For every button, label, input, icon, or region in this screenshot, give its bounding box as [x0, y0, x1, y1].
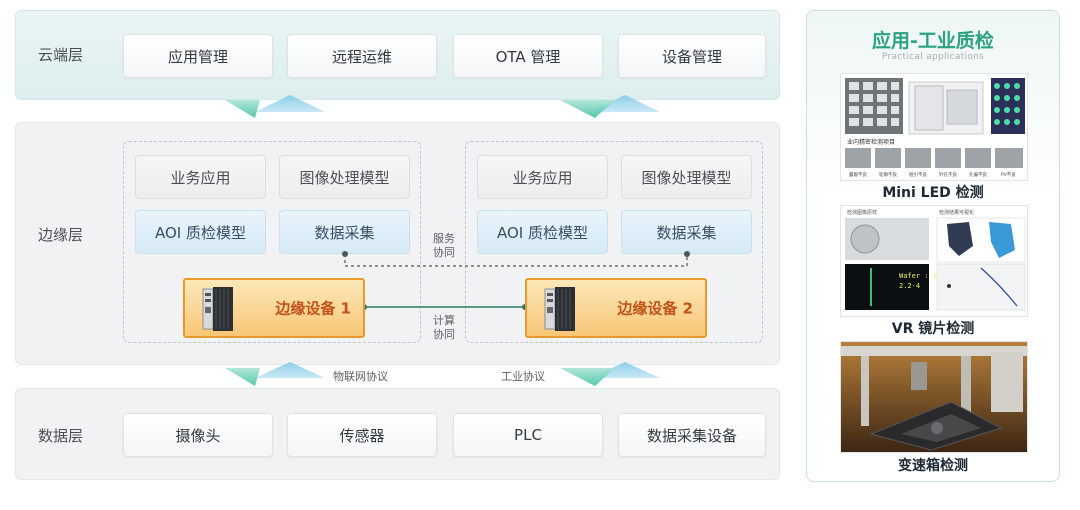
- cloud-item-remote-ops[interactable]: 远程运维: [287, 34, 437, 78]
- edge2-image-model[interactable]: 图像处理模型: [621, 155, 752, 199]
- gearbox-caption: 变速箱检测: [898, 458, 968, 474]
- vr-fig-label-left: 检测图像原样: [847, 209, 877, 216]
- edge1-image-model[interactable]: 图像处理模型: [279, 155, 410, 199]
- layer-arrows: [225, 95, 660, 386]
- edge2-aoi-model[interactable]: AOI 质检模型: [477, 210, 608, 254]
- mini-led-defect-label: 针孔不良: [939, 171, 957, 178]
- arrow-down-left: [225, 100, 260, 118]
- data-layer-label: 数据层: [38, 427, 84, 445]
- panel-title: 应用-工业质检: [872, 30, 994, 52]
- iot-protocol-label: 物联网协议: [333, 370, 388, 383]
- vr-lens-caption: VR 镜片检测: [891, 321, 975, 337]
- gearbox-image[interactable]: [840, 341, 1028, 453]
- industrial-pc-icon: [202, 287, 233, 331]
- edge1-aoi-model[interactable]: AOI 质检模型: [135, 210, 266, 254]
- mini-led-image[interactable]: 业内精密检测项目 露版不良 轮廓不良 短引不良 针孔不良 孔偏不良 PV不良: [840, 73, 1028, 181]
- edge-device-2[interactable]: 边缘设备 2: [525, 278, 707, 338]
- applications-panel: 应用-工业质检 Practical applications 业内精密检测项目: [806, 10, 1060, 482]
- edge-group-2: [465, 141, 763, 343]
- industrial-protocol-label: 工业协议: [501, 370, 545, 383]
- cloud-item-device-management[interactable]: 设备管理: [618, 34, 766, 78]
- edge2-business-app[interactable]: 业务应用: [477, 155, 608, 199]
- panel-subtitle: Practical applications: [881, 52, 985, 62]
- vr-lens-photo: 检测图像原样 Wafer : 1 2.2-4 检测结果可视化: [845, 209, 1026, 311]
- vr-lens-image[interactable]: 检测图像原样 Wafer : 1 2.2-4 检测结果可视化: [840, 205, 1028, 317]
- industrial-pc-icon: [544, 287, 575, 331]
- edge-device-1-label: 边缘设备 1: [275, 299, 351, 318]
- cloud-item-ota-management[interactable]: OTA 管理: [453, 34, 603, 78]
- compute-collab-label: 计算 协同: [433, 314, 455, 341]
- edge-device-1[interactable]: 边缘设备 1: [183, 278, 365, 338]
- cloud-layer-label: 云端层: [38, 46, 84, 64]
- edge-layer-label: 边缘层: [38, 226, 84, 244]
- edge2-data-collection[interactable]: 数据采集: [621, 210, 752, 254]
- mini-led-defect-label: PV不良: [1001, 171, 1016, 178]
- edge1-data-collection[interactable]: 数据采集: [279, 210, 410, 254]
- edge-group-1: [123, 141, 421, 343]
- vr-readout-name: Wafer : 1: [899, 272, 937, 280]
- data-item-sensor[interactable]: 传感器: [287, 413, 437, 457]
- data-item-collection-device[interactable]: 数据采集设备: [618, 413, 766, 457]
- vr-readout-value: 2.2-4: [899, 282, 920, 290]
- mini-led-defect-label: 孔偏不良: [969, 171, 987, 178]
- mini-led-defect-label: 露版不良: [849, 171, 867, 178]
- service-collab-label: 服务 协同: [433, 232, 455, 259]
- gearbox-photo: [841, 342, 1027, 452]
- mini-led-photo: 业内精密检测项目 露版不良 轮廓不良 短引不良 针孔不良 孔偏不良 PV不良: [845, 78, 1025, 178]
- vr-fig-label-right: 检测结果可视化: [939, 209, 974, 216]
- data-item-plc[interactable]: PLC: [453, 413, 603, 457]
- edge-device-2-label: 边缘设备 2: [617, 299, 693, 318]
- mini-led-defect-label: 轮廓不良: [879, 171, 897, 178]
- arrow-up-left: [255, 95, 325, 112]
- mini-led-caption: Mini LED 检测: [882, 185, 984, 201]
- data-item-camera[interactable]: 摄像头: [123, 413, 273, 457]
- cloud-item-app-management[interactable]: 应用管理: [123, 34, 273, 78]
- mini-led-fig-heading: 业内精密检测项目: [847, 138, 895, 146]
- edge1-business-app[interactable]: 业务应用: [135, 155, 266, 199]
- mini-led-defect-label: 短引不良: [909, 171, 927, 178]
